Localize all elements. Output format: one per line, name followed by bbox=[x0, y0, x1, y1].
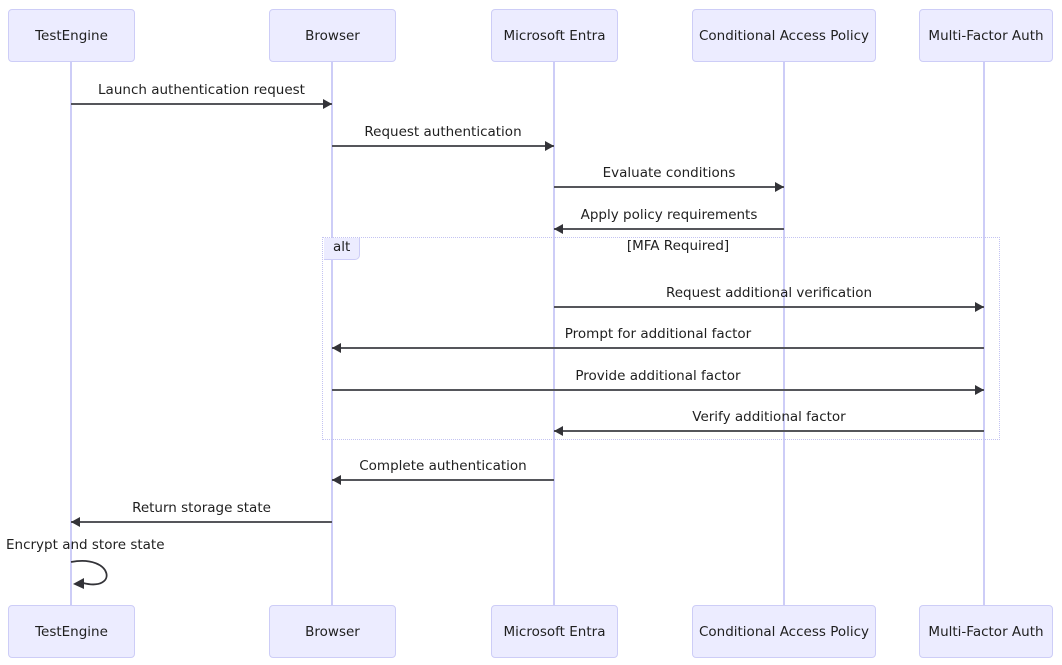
actor-box-browser-top[interactable]: Browser bbox=[269, 9, 396, 62]
actor-label-cap-top: Conditional Access Policy bbox=[698, 27, 870, 44]
message-line-m10 bbox=[71, 521, 332, 523]
actor-box-entra-bottom[interactable]: Microsoft Entra bbox=[491, 605, 618, 658]
message-label-m10: Return storage state bbox=[132, 500, 271, 516]
actor-label-browser-bottom: Browser bbox=[305, 623, 360, 640]
message-line-m3 bbox=[554, 186, 784, 188]
message-label-m4: Apply policy requirements bbox=[580, 207, 758, 223]
message-arrowhead-m8 bbox=[554, 426, 563, 436]
lifeline-browser bbox=[331, 62, 333, 605]
actor-box-mfa-top[interactable]: Multi-Factor Auth bbox=[919, 9, 1053, 62]
self-message-label: Encrypt and store state bbox=[6, 537, 165, 553]
message-arrowhead-m1 bbox=[323, 99, 332, 109]
message-line-m8 bbox=[554, 430, 984, 432]
lifeline-cap bbox=[783, 62, 785, 605]
actor-label-mfa-top: Multi-Factor Auth bbox=[928, 27, 1044, 44]
actor-box-testengine-top[interactable]: TestEngine bbox=[8, 9, 135, 62]
message-line-m9 bbox=[332, 479, 554, 481]
actor-label-mfa-bottom: Multi-Factor Auth bbox=[928, 623, 1044, 640]
message-label-m6: Prompt for additional factor bbox=[564, 326, 752, 342]
actor-label-browser-top: Browser bbox=[305, 27, 360, 44]
message-label-m8: Verify additional factor bbox=[692, 409, 846, 425]
actor-box-browser-bottom[interactable]: Browser bbox=[269, 605, 396, 658]
message-line-m7 bbox=[332, 389, 984, 391]
actor-label-testengine-bottom: TestEngine bbox=[35, 623, 108, 640]
self-message-loop bbox=[70, 559, 108, 589]
message-label-m7: Provide additional factor bbox=[575, 368, 741, 384]
message-arrowhead-m3 bbox=[775, 182, 784, 192]
message-arrowhead-m6 bbox=[332, 343, 341, 353]
message-label-m1: Launch authentication request bbox=[98, 82, 305, 98]
message-line-m2 bbox=[332, 145, 554, 147]
lifeline-mfa bbox=[983, 62, 985, 605]
alt-block-condition: [MFA Required] bbox=[626, 238, 730, 254]
message-arrowhead-m5 bbox=[975, 302, 984, 312]
message-label-m9: Complete authentication bbox=[359, 458, 527, 474]
lifeline-testengine bbox=[70, 62, 72, 605]
message-line-m5 bbox=[554, 306, 984, 308]
message-arrowhead-m10 bbox=[71, 517, 80, 527]
message-line-m1 bbox=[71, 103, 332, 105]
lifeline-entra bbox=[553, 62, 555, 605]
actor-box-cap-top[interactable]: Conditional Access Policy bbox=[692, 9, 876, 62]
message-line-m6 bbox=[332, 347, 984, 349]
message-arrowhead-m7 bbox=[975, 385, 984, 395]
message-arrowhead-m2 bbox=[545, 141, 554, 151]
message-arrowhead-m4 bbox=[554, 224, 563, 234]
actor-label-cap-bottom: Conditional Access Policy bbox=[698, 623, 870, 640]
actor-box-testengine-bottom[interactable]: TestEngine bbox=[8, 605, 135, 658]
message-line-m4 bbox=[554, 228, 784, 230]
actor-label-entra-bottom: Microsoft Entra bbox=[503, 623, 606, 640]
alt-block-label: alt bbox=[324, 238, 361, 260]
alt-block bbox=[322, 237, 1000, 440]
actor-label-testengine-top: TestEngine bbox=[35, 27, 108, 44]
actor-box-mfa-bottom[interactable]: Multi-Factor Auth bbox=[919, 605, 1053, 658]
actor-box-entra-top[interactable]: Microsoft Entra bbox=[491, 9, 618, 62]
message-arrowhead-m9 bbox=[332, 475, 341, 485]
actor-box-cap-bottom[interactable]: Conditional Access Policy bbox=[692, 605, 876, 658]
message-label-m3: Evaluate conditions bbox=[602, 165, 736, 181]
message-label-m5: Request additional verification bbox=[665, 285, 873, 301]
message-label-m2: Request authentication bbox=[364, 124, 522, 140]
actor-label-entra-top: Microsoft Entra bbox=[503, 27, 606, 44]
